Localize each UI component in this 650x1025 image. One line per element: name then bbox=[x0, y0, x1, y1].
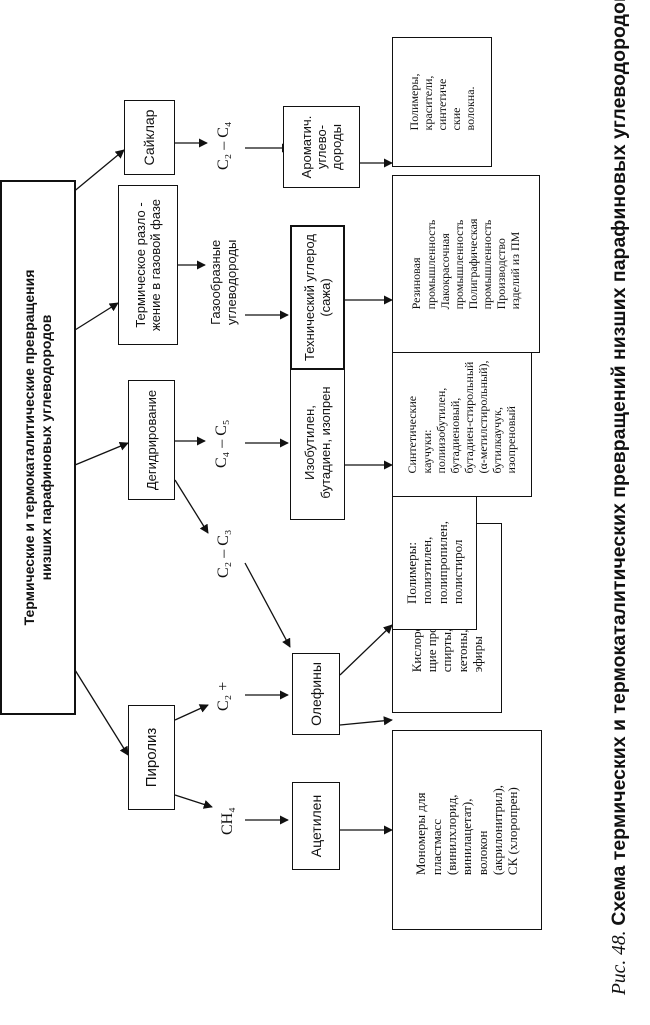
edge-root-razlozh bbox=[74, 302, 119, 331]
app-kauchuki: Синтетические каучуки: полиизобутилен, б… bbox=[392, 337, 532, 497]
label-gazoobr: Газообразные углеводороды bbox=[208, 239, 239, 325]
process-degidr: Дегидрирование bbox=[128, 380, 175, 500]
product-aromat: Ароматич. углево- дороды bbox=[283, 106, 360, 188]
label-c2c3: C₂ – C₃ bbox=[215, 529, 232, 579]
edge-root-piroliz bbox=[74, 669, 129, 756]
process-razlozh: Термическое разло - жение в газовой фазе bbox=[118, 185, 178, 345]
app-polimery1: Полимеры: полиэтилен, полипропилен, поли… bbox=[392, 495, 477, 630]
figure-number: Рис. 48. bbox=[609, 930, 630, 995]
figure-title: Схема термических и термокаталитических … bbox=[608, 0, 630, 926]
label-c2c4: C₂ – C₄ bbox=[215, 121, 232, 171]
product-uglerod: Технический углерод (сажа) bbox=[290, 225, 345, 370]
label-c2plus: C₂ + bbox=[215, 681, 232, 711]
edge-c2c3-olefiny bbox=[244, 562, 291, 648]
edge-degidr-c2c3 bbox=[174, 479, 209, 534]
label-ch4: CH₄ bbox=[219, 807, 236, 835]
edge-olefiny-kislorod bbox=[339, 716, 393, 726]
app-rezin: Резиновая промышленность Лакокрасочная п… bbox=[392, 175, 540, 353]
process-saiklar: Сайклар bbox=[124, 100, 175, 175]
edge-root-degidr bbox=[74, 441, 129, 466]
app-monomery: Мономеры для пластмасс (винилхлорид, вин… bbox=[392, 730, 542, 930]
edge-olefiny-polimery1 bbox=[339, 624, 393, 676]
process-piroliz: Пиролиз bbox=[128, 705, 175, 810]
edge-piroliz-ch4 bbox=[174, 794, 213, 809]
product-olefiny: Олефины bbox=[292, 653, 340, 735]
edge-piroliz-c2plus bbox=[174, 704, 209, 721]
product-acetilen: Ацетилен bbox=[292, 782, 340, 870]
label-c4c5: C₄ – C₅ bbox=[213, 419, 230, 469]
figure-caption: Рис. 48. Схема термических и термокатали… bbox=[608, 0, 631, 995]
product-izobutilen: Изобутилен, бутадиен, изопрен bbox=[290, 365, 345, 520]
root-node: Термические и термокаталитические превра… bbox=[0, 180, 76, 715]
app-polimery2: Полимеры, красители, синтетиче ские воло… bbox=[392, 37, 492, 167]
